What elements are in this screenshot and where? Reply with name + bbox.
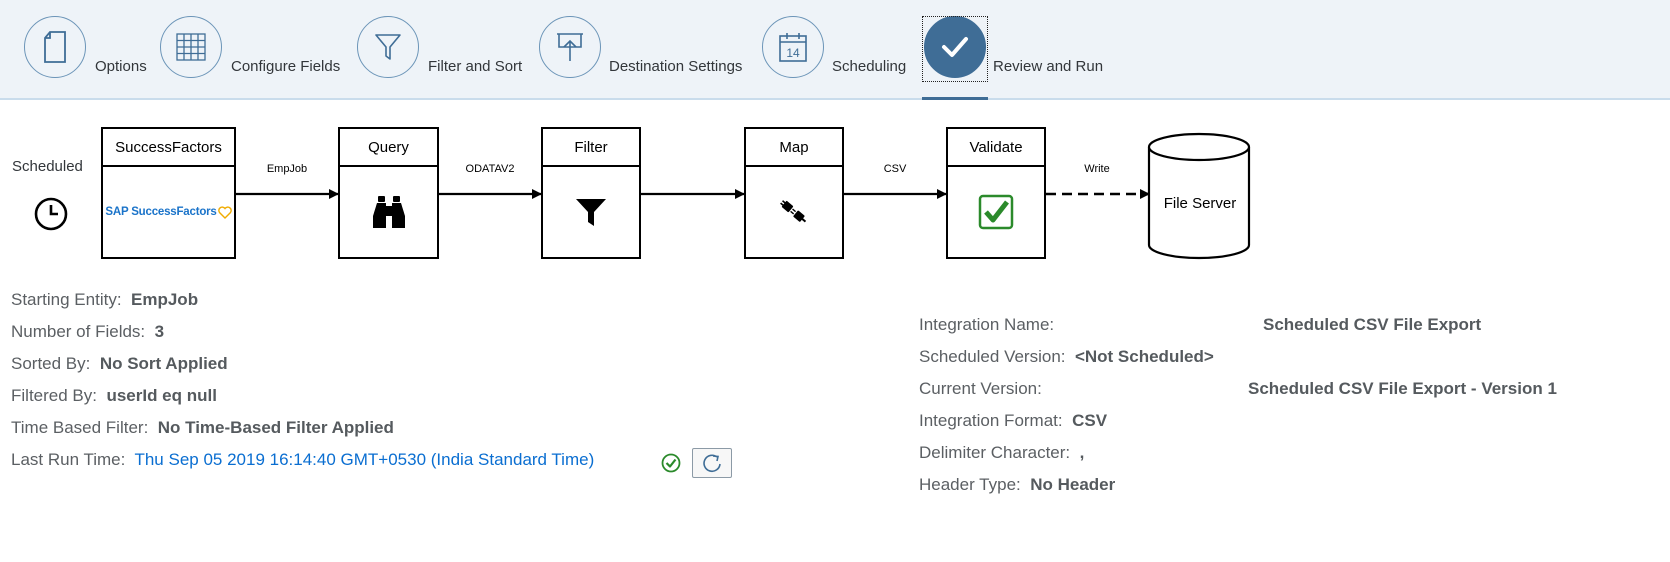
step-filter-and-sort-label[interactable]: Filter and Sort [428,58,523,75]
clock-icon [34,197,68,231]
current-version-value: Scheduled CSV File Export - Version 1 [1248,379,1557,398]
calendar-day-text: 14 [786,46,800,60]
node-query-title: Query [340,129,437,167]
binoculars-icon [372,196,405,228]
sap-successfactors-logo: SAP SuccessFactors [105,206,217,218]
integration-flow-diagram: Scheduled EmpJob ODATAV2 CSV Write Succe… [0,110,1670,270]
delimiter-character-label: Delimiter Character: [919,443,1071,462]
step-configure-fields-button[interactable] [160,16,222,78]
file-server-cylinder [1147,132,1251,260]
step-scheduling-button[interactable]: 14 [762,16,824,78]
header-type-row: Header Type: No Header [919,475,1115,495]
funnel-icon [576,199,606,226]
node-validate-title: Validate [948,129,1044,167]
flow-connectors [236,132,1251,260]
plug-connect-icon [780,200,807,223]
table-grid-icon [176,33,206,61]
starting-entity-value: EmpJob [131,290,199,309]
integration-format-row: Integration Format: CSV [919,411,1107,431]
step-options-button[interactable] [24,16,86,78]
header-type-value: No Header [1030,475,1116,494]
time-based-filter-label: Time Based Filter: [11,418,149,437]
scheduled-label: Scheduled [12,158,83,175]
checkmark-icon [942,37,968,57]
edge-label-write: Write [1084,163,1110,175]
filtered-by-label: Filtered By: [11,386,97,405]
step-configure-fields-label[interactable]: Configure Fields [231,58,341,75]
sorted-by-row: Sorted By: No Sort Applied [11,354,228,374]
refresh-icon [703,454,721,473]
refresh-button[interactable] [692,448,732,478]
time-based-filter-value: No Time-Based Filter Applied [157,418,394,437]
delimiter-character-row: Delimiter Character: , [919,443,1084,463]
integration-name-value: Scheduled CSV File Export [1263,315,1482,334]
scheduled-version-row: Scheduled Version: <Not Scheduled> [919,347,1214,367]
node-successfactors: SuccessFactors SAP SuccessFactors [101,127,236,259]
edge-label-csv: CSV [883,163,907,175]
filtered-by-value: userId eq null [106,386,217,405]
calendar-icon: 14 [779,33,807,62]
step-destination-settings-button[interactable] [539,16,601,78]
number-of-fields-row: Number of Fields: 3 [11,322,164,342]
node-query: Query [338,127,439,259]
step-options-label[interactable]: Options [95,58,147,75]
integration-name-label: Integration Name: [919,315,1055,334]
document-icon [44,31,66,63]
node-filter-title: Filter [543,129,639,167]
step-destination-settings-label[interactable]: Destination Settings [609,58,743,75]
step-filter-and-sort-button[interactable] [357,16,419,78]
upload-icon [557,33,583,61]
time-based-filter-row: Time Based Filter: No Time-Based Filter … [11,418,394,438]
integration-format-label: Integration Format: [919,411,1063,430]
node-map: Map [744,127,844,259]
scheduled-version-value: <Not Scheduled> [1074,347,1214,366]
heart-icon [217,205,232,219]
filter-icon [375,34,401,60]
step-review-and-run-button[interactable] [924,16,986,78]
checkbox-checked-icon [978,194,1014,230]
step-review-and-run-label[interactable]: Review and Run [993,58,1104,75]
scheduled-version-label: Scheduled Version: [919,347,1066,366]
step-scheduling-label[interactable]: Scheduling [832,58,907,75]
wizard-step-bar: Options Configure Fields Filter and Sort [0,0,1670,100]
last-run-time-label: Last Run Time: [11,450,126,469]
node-map-title: Map [746,129,842,167]
edge-label-odatav2: ODATAV2 [465,163,515,175]
current-version-label: Current Version: [919,379,1042,398]
node-successfactors-title: SuccessFactors [103,129,234,167]
number-of-fields-label: Number of Fields: [11,322,146,341]
sorted-by-label: Sorted By: [11,354,91,373]
number-of-fields-value: 3 [154,322,165,341]
last-run-time-link[interactable]: Thu Sep 05 2019 16:14:40 GMT+0530 (India… [134,450,595,469]
success-check-icon [661,453,681,473]
header-type-label: Header Type: [919,475,1021,494]
current-version-row: Current Version: [919,379,1042,399]
filtered-by-row: Filtered By: userId eq null [11,386,217,406]
sorted-by-value: No Sort Applied [99,354,228,373]
delimiter-character-value: , [1079,443,1085,462]
last-run-time-row: Last Run Time: Thu Sep 05 2019 16:14:40 … [11,450,594,470]
starting-entity-row: Starting Entity: EmpJob [11,290,198,310]
node-validate: Validate [946,127,1046,259]
integration-name-row: Integration Name: [919,315,1054,335]
node-filter: Filter [541,127,641,259]
integration-format-value: CSV [1072,411,1108,430]
active-step-underline [922,97,988,100]
edge-label-empjob: EmpJob [266,163,308,175]
starting-entity-label: Starting Entity: [11,290,122,309]
file-server-label: File Server [1163,195,1237,212]
